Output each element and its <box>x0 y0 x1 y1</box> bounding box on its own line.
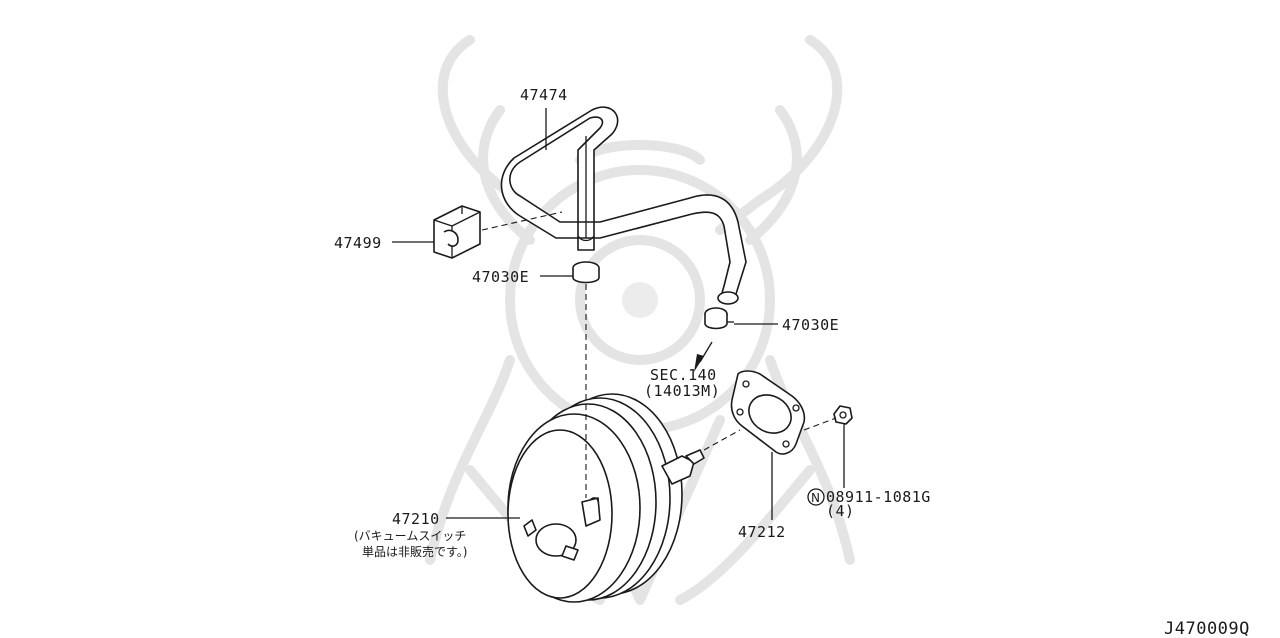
grommet-part-number: 47499 <box>334 234 382 252</box>
gasket[interactable] <box>730 370 806 455</box>
booster-note-line2: 単品は非販売です。) <box>362 544 467 559</box>
gasket-part-number: 47212 <box>738 523 786 541</box>
nut-symbol-circle <box>807 488 825 506</box>
clamp-top-part-number: 47030E <box>472 268 529 286</box>
section-reference-arrow <box>694 341 713 372</box>
clamp-right-part-number: 47030E <box>782 316 839 334</box>
assembly-lines <box>481 211 837 498</box>
hose-part-number: 47474 <box>520 86 568 104</box>
nut-symbol: N <box>811 491 820 505</box>
nut-part-number: 08911-1081G <box>826 488 931 506</box>
section-reference: SEC.140 <box>650 366 717 384</box>
grommet[interactable] <box>433 205 481 259</box>
nut-quantity: (4) <box>826 502 855 520</box>
booster-part-number: 47210 <box>392 510 440 528</box>
hose-clamp-top[interactable] <box>566 261 600 284</box>
diagram-code: J470009Q <box>1164 619 1250 638</box>
booster-note-line1: (バキュームスイッチ <box>354 529 466 543</box>
section-reference-sub: (14013M) <box>644 382 720 400</box>
vacuum-hose[interactable] <box>500 106 747 305</box>
hose-clamp-right[interactable] <box>704 307 734 330</box>
brake-booster[interactable] <box>507 393 705 603</box>
flange-nut[interactable] <box>833 405 853 425</box>
leader-lines <box>392 108 845 520</box>
